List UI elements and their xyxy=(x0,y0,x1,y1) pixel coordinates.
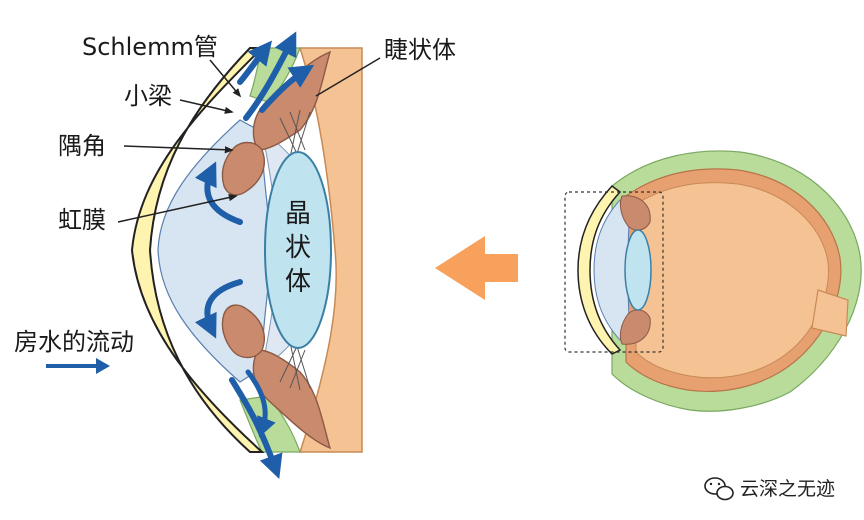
wechat-icon xyxy=(704,477,734,501)
eyeball-cornea xyxy=(577,184,622,355)
aqueous-flow-legend-label: 房水的流动 xyxy=(14,328,134,356)
lens-label-2: 状 xyxy=(285,233,311,263)
ciliary-body-label: 睫状体 xyxy=(384,36,456,64)
angle-label: 隅角 xyxy=(58,132,106,160)
magnify-pointer-arrow xyxy=(435,236,518,300)
eyeball-lens xyxy=(624,229,652,311)
lens-label-1: 晶 xyxy=(285,199,311,229)
full-eyeball xyxy=(564,150,862,412)
watermark: 云深之无迹 xyxy=(704,477,835,501)
trabecular-meshwork-label: 小梁 xyxy=(124,82,172,110)
lens-label-3: 体 xyxy=(285,267,311,297)
cornea xyxy=(130,47,265,453)
iris-bottom xyxy=(221,304,266,359)
schlemm-canal-label: Schlemm管 xyxy=(82,33,218,61)
zonule-fibers xyxy=(279,109,311,391)
optic-nerve xyxy=(811,289,849,337)
iris-top xyxy=(221,141,266,196)
magnification-region-box xyxy=(564,191,664,353)
anterior-segment-closeup: 晶 状 体 Schlemm管 小梁 隅角 虹膜 睫状体 房水的流动 xyxy=(14,31,456,480)
watermark-text: 云深之无迹 xyxy=(740,478,835,500)
leader-lines xyxy=(117,57,381,223)
lens xyxy=(264,151,332,349)
iris-label: 虹膜 xyxy=(58,206,106,234)
aqueous-flow-legend-arrow xyxy=(46,358,110,374)
aqueous-flow-arrows xyxy=(194,31,315,480)
